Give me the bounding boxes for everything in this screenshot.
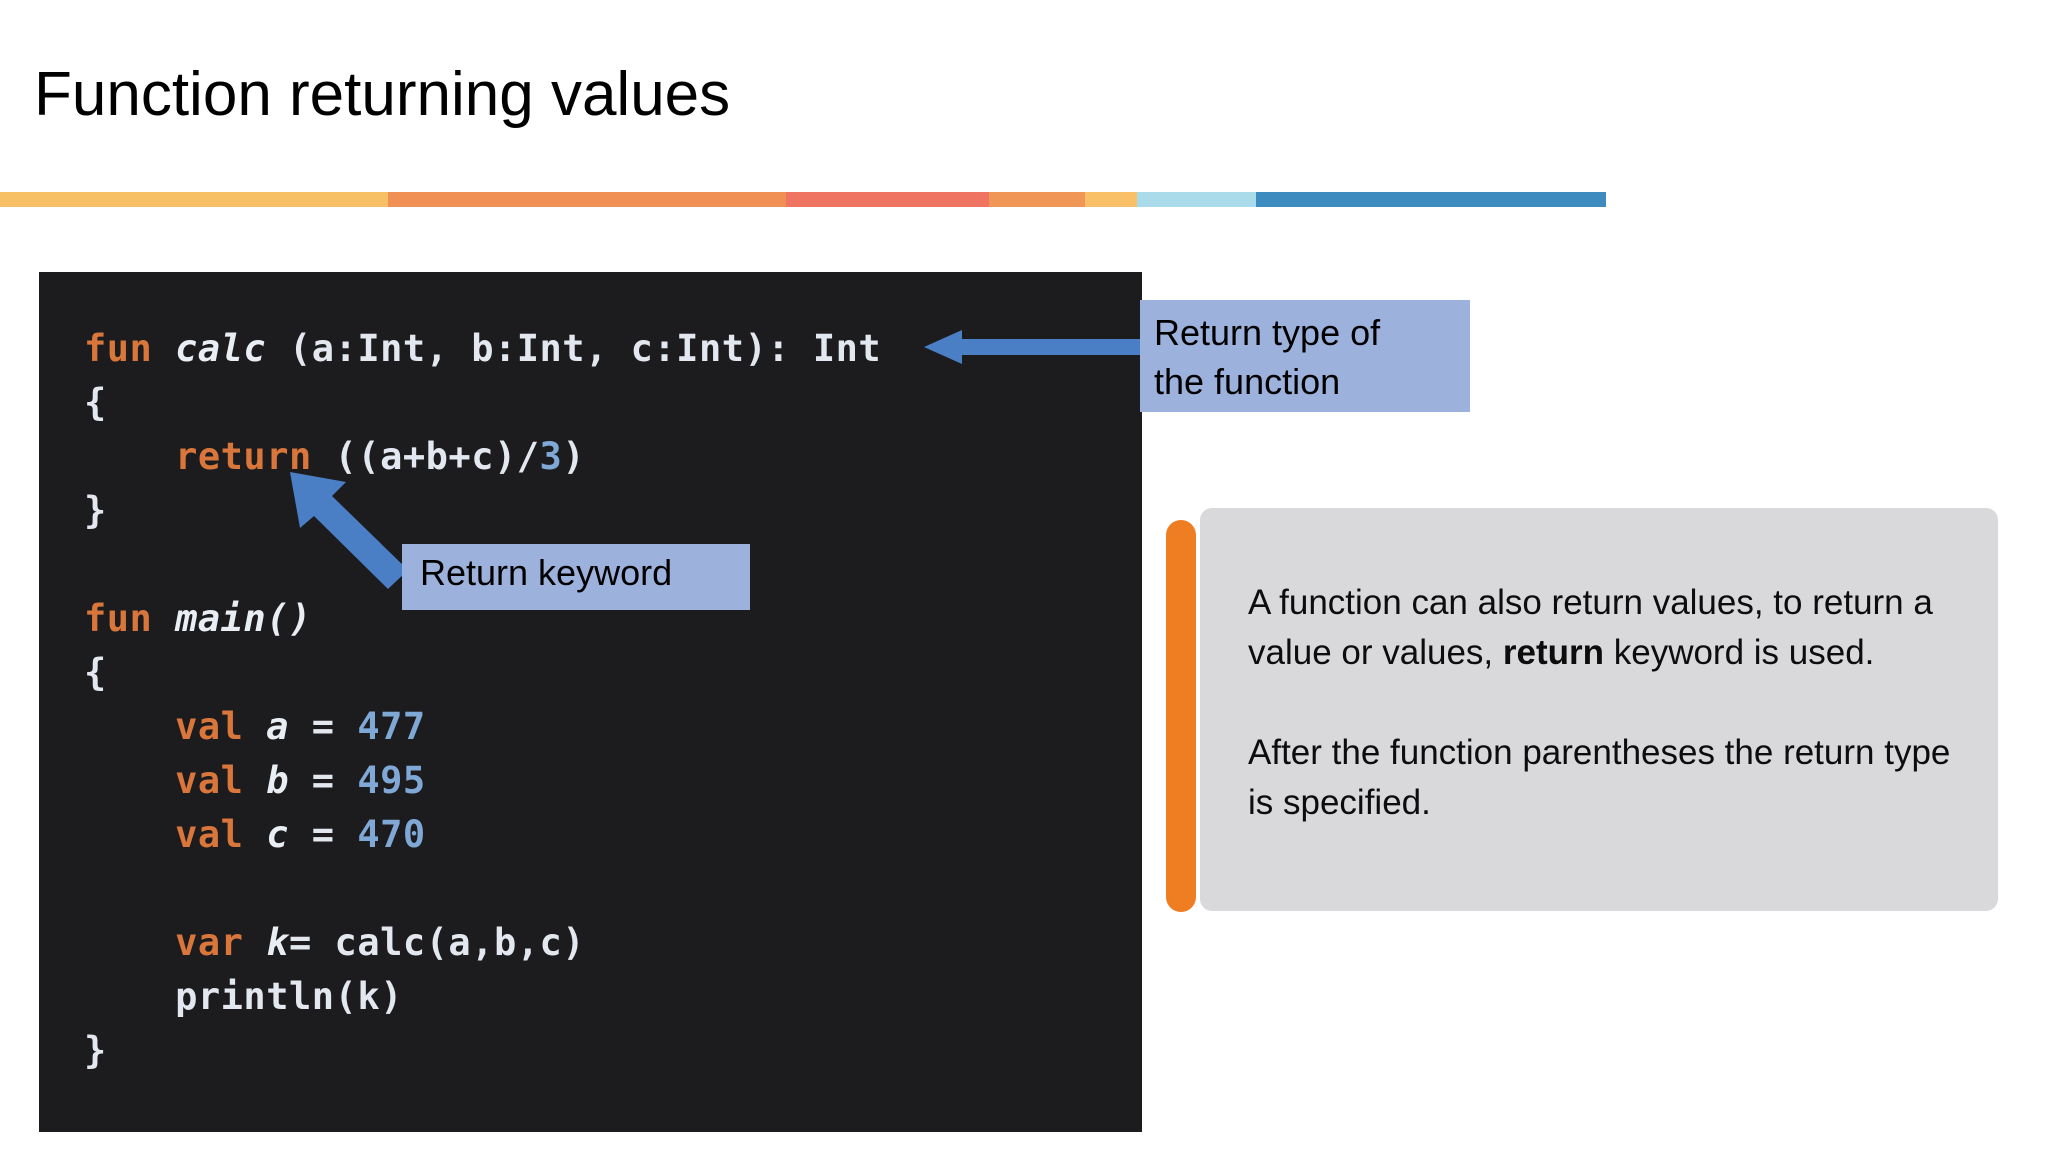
code-token (243, 705, 266, 748)
arrow-up-left-icon (290, 472, 408, 589)
code-token: ((a+b+c)/ (311, 435, 540, 478)
code-token (152, 597, 175, 640)
code-indent (84, 921, 175, 964)
segment-light-blue (1137, 192, 1256, 207)
info-paragraph-2: After the function parentheses the retur… (1248, 733, 1951, 822)
segment-steel-blue (1256, 192, 1606, 207)
code-token: 470 (357, 813, 426, 856)
code-line: } (84, 1024, 881, 1078)
code-indent (84, 813, 175, 856)
code-indent (84, 759, 175, 802)
code-token: var (175, 921, 244, 964)
info-panel (1200, 508, 1998, 911)
code-token: c (266, 813, 289, 856)
code-token: val (175, 705, 244, 748)
code-line: { (84, 376, 881, 430)
code-line: return ((a+b+c)/3) (84, 430, 881, 484)
code-snippet-panel: fun calc (a:Int, b:Int, c:Int): Int { ret… (39, 272, 1142, 1132)
code-token: { (84, 381, 107, 424)
arrow-left-icon (924, 330, 1146, 364)
code-token: = calc(a,b,c) (289, 921, 586, 964)
code-indent (84, 705, 175, 748)
code-token: } (84, 489, 107, 532)
code-line: fun main() (84, 592, 881, 646)
code-line: val b = 495 (84, 754, 881, 808)
code-token: = (289, 759, 358, 802)
code-listing: fun calc (a:Int, b:Int, c:Int): Int { ret… (84, 322, 881, 1078)
code-line: val a = 477 (84, 700, 881, 754)
code-token: b (266, 759, 289, 802)
code-token: println(k) (175, 975, 403, 1018)
code-token (243, 759, 266, 802)
segment-salmon (786, 192, 989, 207)
info-paragraph-1-part2: keyword is used. (1604, 633, 1875, 672)
info-paragraph-1-part1: A function can also return values, to re… (1248, 583, 1933, 672)
callout-return-keyword: Return keyword (402, 544, 750, 610)
code-indent (84, 435, 175, 478)
info-paragraph-1-bold: return (1502, 633, 1604, 672)
code-line: fun calc (a:Int, b:Int, c:Int): Int (84, 322, 881, 376)
code-token: k (266, 921, 289, 964)
code-token: fun (84, 597, 153, 640)
decorative-divider-bar (0, 192, 1606, 207)
code-token: ) (562, 435, 586, 478)
code-token: calc (175, 327, 267, 370)
callout-return-type: Return type of the function (1140, 300, 1470, 412)
code-token: 477 (357, 705, 426, 748)
code-line (84, 862, 881, 916)
info-paragraph-1: A function can also return values, to re… (1248, 578, 1978, 678)
code-token: 3 (539, 435, 563, 478)
code-token: = (289, 813, 358, 856)
code-token: val (175, 759, 244, 802)
code-token: main() (175, 597, 312, 640)
code-token: a (266, 705, 289, 748)
callout-return-type-line1: Return type of (1154, 312, 1381, 353)
callout-return-type-line2: the function (1154, 361, 1341, 402)
code-token: { (84, 651, 107, 694)
code-token: return (175, 435, 312, 478)
segment-orange (388, 192, 786, 207)
segment-light-orange (0, 192, 388, 207)
code-indent (84, 975, 175, 1018)
code-token (152, 327, 175, 370)
code-token: } (84, 1029, 107, 1072)
code-token: fun (84, 327, 153, 370)
info-panel-text: A function can also return values, to re… (1248, 578, 1978, 828)
code-token: 495 (357, 759, 426, 802)
code-line: var k= calc(a,b,c) (84, 916, 881, 970)
code-token: = (289, 705, 358, 748)
code-line: println(k) (84, 970, 881, 1024)
code-token: (a:Int, b:Int, c:Int): Int (266, 327, 882, 370)
code-line: { (84, 646, 881, 700)
code-line: val c = 470 (84, 808, 881, 862)
code-token (243, 813, 266, 856)
segment-orange-2 (989, 192, 1085, 207)
segment-gold (1085, 192, 1137, 207)
info-panel-accent-bar (1166, 520, 1196, 912)
code-token (243, 921, 266, 964)
page-title: Function returning values (34, 60, 731, 129)
code-line: } (84, 484, 881, 538)
code-token: val (175, 813, 244, 856)
